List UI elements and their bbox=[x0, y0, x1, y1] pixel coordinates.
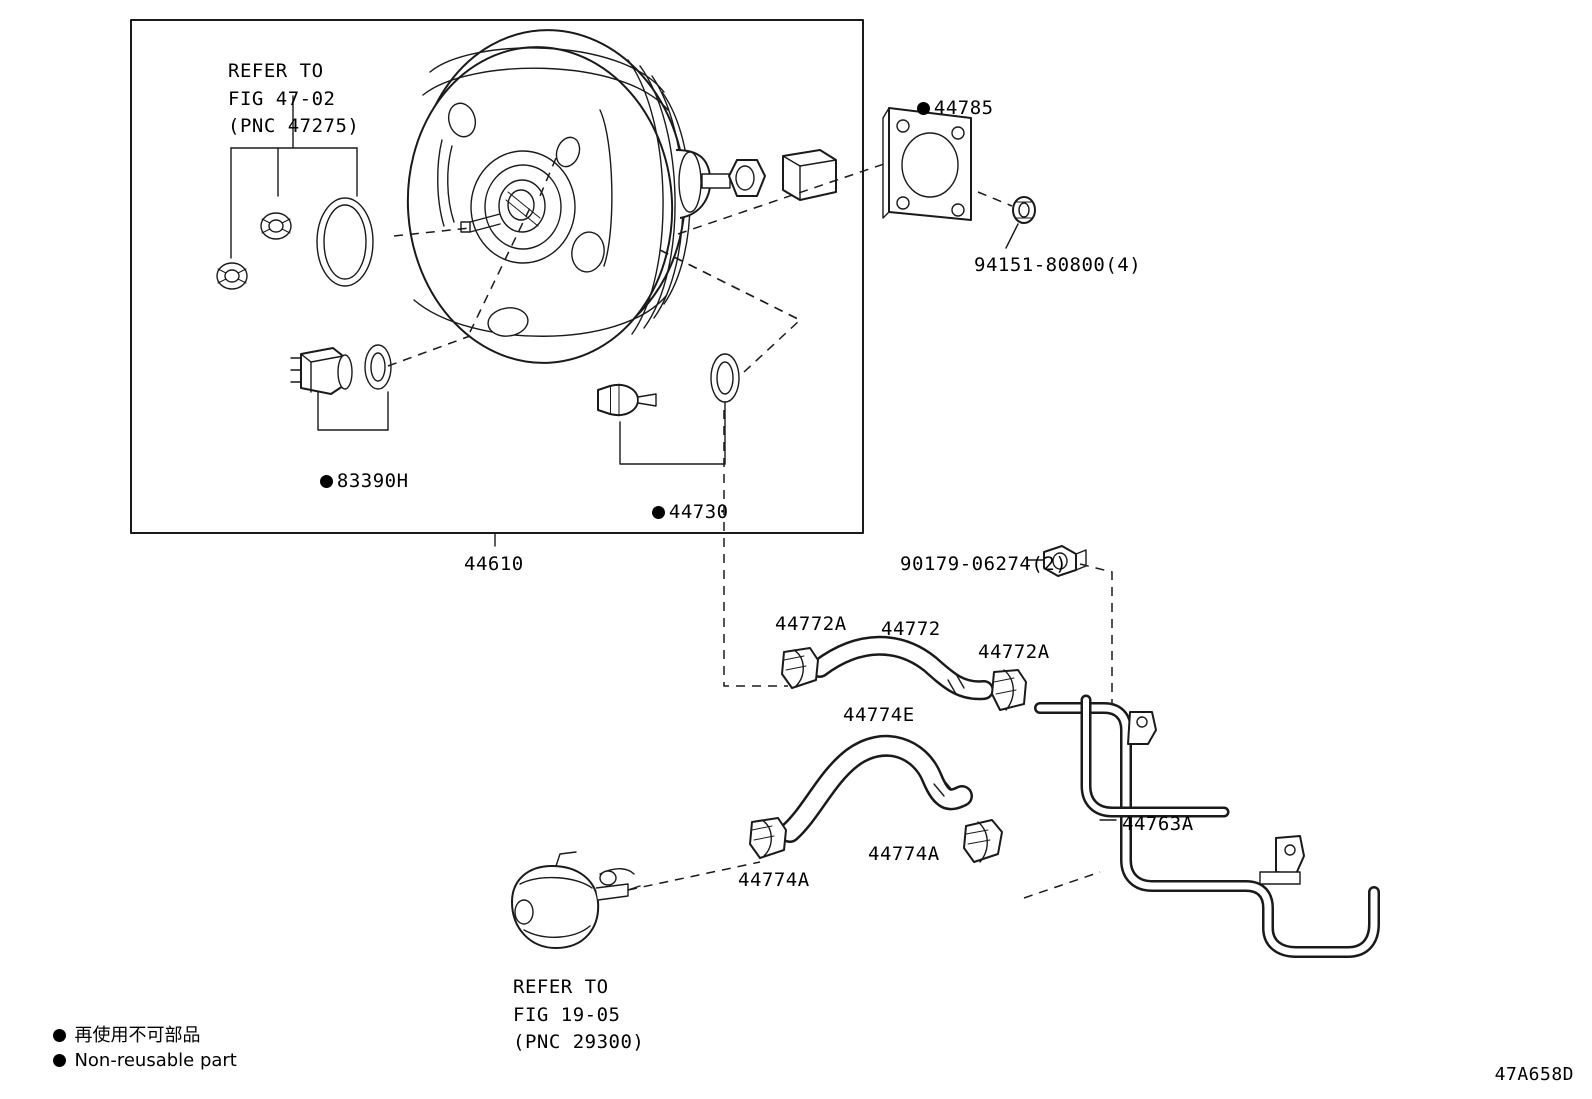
master-cylinder bbox=[511, 851, 641, 949]
part-90179-06274 bbox=[1027, 545, 1087, 577]
non-reusable-dot-icon bbox=[651, 505, 665, 519]
booster-group-box bbox=[130, 19, 864, 534]
non-reusable-dot-icon bbox=[319, 474, 333, 488]
label-94151-80800: 94151-80800(4) bbox=[974, 254, 1142, 276]
label-44730-text: 44730 bbox=[668, 500, 729, 523]
brake-booster bbox=[406, 29, 837, 364]
figure-code: 47A658D bbox=[1494, 1064, 1574, 1085]
part-44774A-clamp-right bbox=[963, 819, 1003, 863]
label-83390H: 83390H bbox=[296, 443, 409, 494]
label-44730: 44730 bbox=[628, 474, 729, 525]
legend-en-text: Non-reusable part bbox=[74, 1050, 237, 1071]
non-reusable-dot-icon bbox=[53, 1054, 67, 1067]
label-44763A: 44763A bbox=[1122, 813, 1194, 835]
part-94151-80800 bbox=[977, 191, 1036, 249]
part-44774A-clamp-left bbox=[749, 817, 787, 859]
part-44772A-clamp-right bbox=[991, 669, 1027, 711]
part-44763A-pipe bbox=[1034, 694, 1380, 958]
legend-non-reusable-jp: 再使用不可部品 bbox=[42, 1000, 200, 1047]
label-44610: 44610 bbox=[464, 553, 524, 575]
label-refer-19-05: REFER TO FIG 19-05 (PNC 29300) bbox=[513, 976, 645, 1054]
label-44785-text: 44785 bbox=[933, 96, 994, 119]
part-47275-kit bbox=[216, 95, 374, 290]
non-reusable-dot-icon bbox=[53, 1029, 67, 1042]
part-44785 bbox=[882, 107, 972, 221]
label-44774A-right: 44774A bbox=[868, 843, 940, 865]
label-44774E: 44774E bbox=[843, 704, 915, 726]
label-refer-47-02: REFER TO FIG 47-02 (PNC 47275) bbox=[228, 60, 360, 138]
non-reusable-dot-icon bbox=[916, 101, 930, 115]
label-44772A-left: 44772A bbox=[775, 613, 847, 635]
label-44772: 44772 bbox=[881, 618, 941, 640]
legend-jp-text: 再使用不可部品 bbox=[74, 1025, 201, 1046]
dashed-leaders bbox=[387, 157, 1113, 899]
label-44774A-left: 44774A bbox=[738, 869, 810, 891]
label-83390H-text: 83390H bbox=[336, 469, 409, 492]
legend-non-reusable-en: Non-reusable part bbox=[42, 1029, 237, 1071]
part-44730 bbox=[597, 353, 740, 465]
part-44772A-clamp-left bbox=[781, 647, 819, 689]
part-83390H bbox=[290, 344, 392, 431]
part-44774E-hose bbox=[779, 734, 973, 843]
part-44772-hose bbox=[810, 635, 994, 701]
label-44772A-right: 44772A bbox=[978, 641, 1050, 663]
label-90179-06274: 90179-06274(2) bbox=[900, 553, 1068, 575]
label-44785: 44785 bbox=[893, 70, 994, 121]
